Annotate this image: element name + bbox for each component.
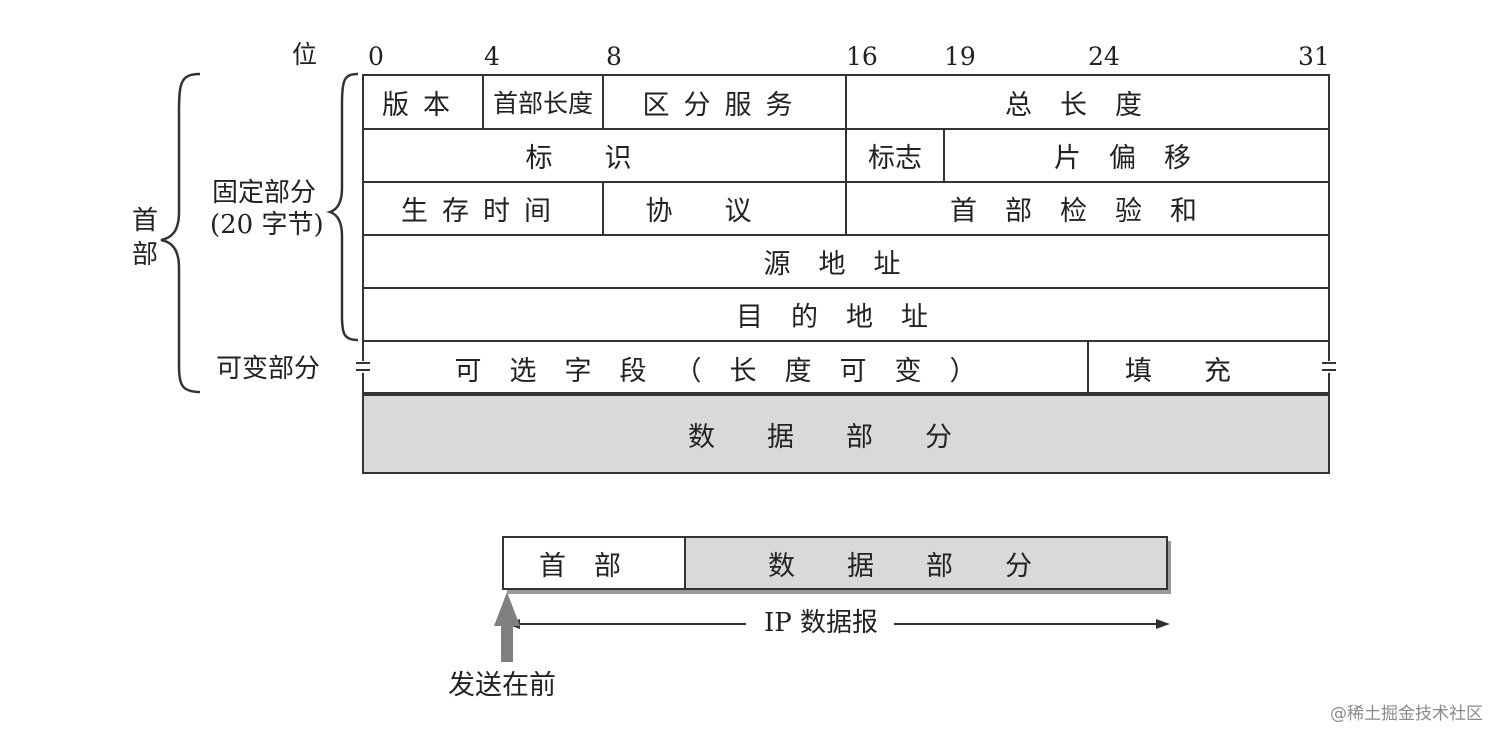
padding-field: 填充 [1125,355,1283,387]
variable-part-label: 可变部分 [216,354,321,384]
header-side-label: 首部 [131,206,158,270]
destination-address-field: 目的地址 [736,302,956,333]
source-address-field: 源地址 [763,249,929,280]
bit-tick-19: 19 [944,42,976,71]
header-checksum-field: 首部检验和 [950,196,1225,227]
fixed-part-brace-icon [326,72,359,342]
bit-axis-label: 位 [292,40,318,69]
col-divider [845,74,847,234]
fragment-offset-field: 片偏移 [1054,143,1219,174]
watermark: @稀土掘金技术社区 [1330,704,1483,724]
datagram-data-block: 数据部分 [684,536,1168,590]
protocol-field: 协议 [645,196,804,227]
bit-tick-8: 8 [606,42,622,71]
diff-services-field: 区分服务 [642,89,807,121]
bit-tick-0: 0 [368,42,384,71]
row-divider [362,340,1330,342]
flags-field: 标志 [868,143,922,174]
version-field: 版本 [382,89,464,121]
send-first-arrow-icon [494,592,520,662]
identification-field: 标识 [525,143,684,174]
total-length-field: 总长度 [1005,89,1170,121]
fixed-part-label: 固定部分 [212,178,317,208]
fixed-part-size-label: (20 字节) [210,210,324,240]
col-divider [602,74,604,128]
bit-tick-31: 31 [1298,42,1330,71]
data-part-field: 数据部分 [362,394,1330,474]
header-length-field: 首部长度 [492,89,593,118]
send-first-label: 发送在前 [448,670,556,701]
datagram-header-block: 首部 [502,536,686,590]
col-divider [943,128,945,182]
row-divider [362,234,1330,236]
row-divider [362,287,1330,289]
bit-tick-16: 16 [846,42,878,71]
break-mark-icon [356,361,370,373]
col-divider [602,181,604,235]
col-divider [482,74,484,128]
break-mark-icon [1322,361,1336,373]
ttl-field: 生存时间 [401,196,565,227]
bit-tick-4: 4 [484,42,500,71]
col-divider [1087,340,1089,394]
header-brace-icon [160,72,201,394]
bit-tick-24: 24 [1088,42,1120,71]
options-field: 可选字段（长度可变） [454,355,1005,387]
datagram-span-label: IP 数据报 [764,608,879,638]
